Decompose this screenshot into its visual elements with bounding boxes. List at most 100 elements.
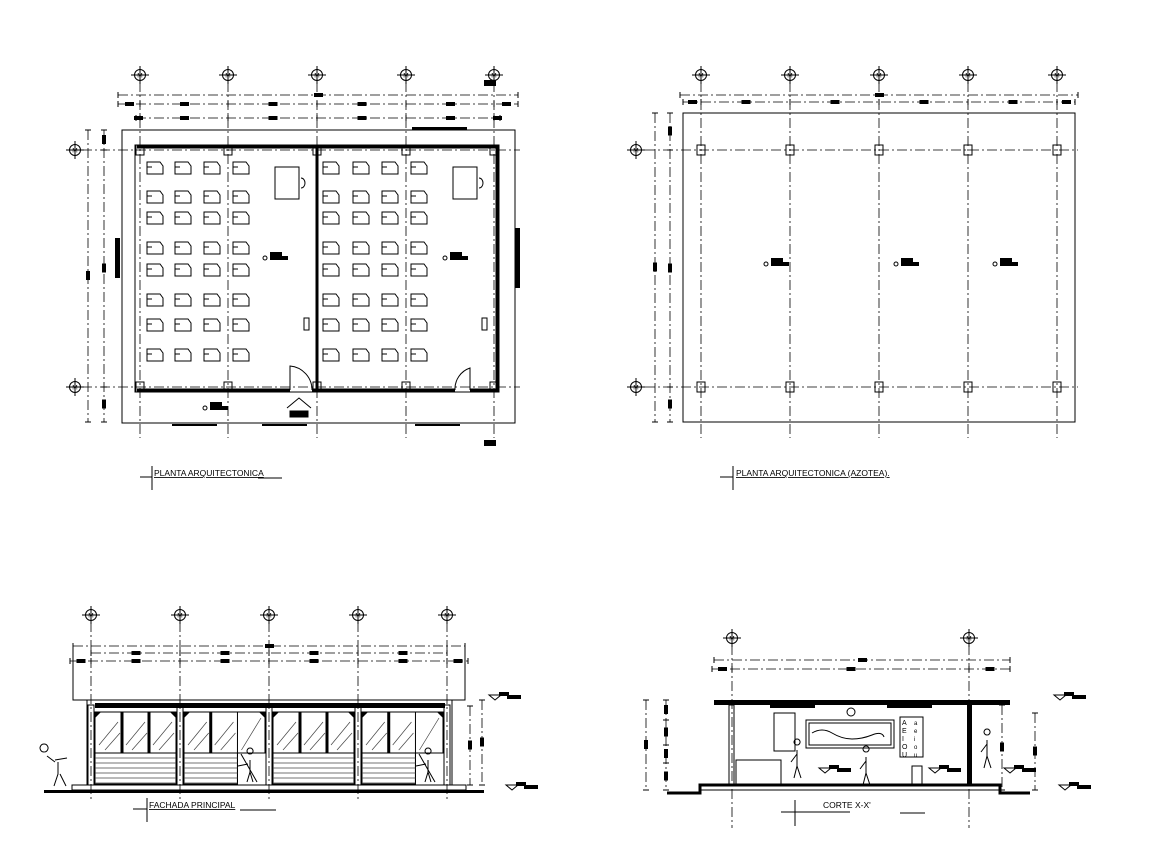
dimension-text-block bbox=[668, 263, 672, 273]
glass-hatch bbox=[371, 732, 387, 751]
dimension-text-block bbox=[1064, 692, 1074, 696]
column bbox=[785, 381, 795, 393]
student-desk bbox=[174, 293, 192, 307]
axis-label: M bbox=[403, 73, 408, 80]
dimension-text-block bbox=[357, 102, 367, 106]
student-desk bbox=[322, 318, 340, 332]
dimension-text-block bbox=[131, 651, 141, 655]
student-desk bbox=[203, 263, 221, 277]
person-figure bbox=[790, 738, 802, 779]
student-desk bbox=[352, 161, 370, 175]
student-desk bbox=[232, 211, 250, 225]
dimension-text-block bbox=[688, 100, 697, 104]
blackboard-inner bbox=[808, 722, 892, 746]
vowel: E bbox=[902, 728, 907, 735]
dimension-text-block bbox=[309, 659, 319, 663]
dimension-text-block bbox=[1062, 100, 1071, 104]
dimension-text-block bbox=[102, 135, 106, 144]
student-desk bbox=[352, 211, 370, 225]
window-marker bbox=[412, 127, 467, 130]
student-desk bbox=[352, 241, 370, 255]
student-desk bbox=[381, 211, 399, 225]
chair bbox=[478, 177, 484, 189]
dimension-text-block bbox=[131, 659, 141, 663]
vowel: U bbox=[902, 752, 907, 759]
brick-wall bbox=[183, 752, 238, 785]
vowel: i bbox=[914, 737, 915, 743]
column bbox=[135, 381, 145, 393]
student-desk bbox=[146, 211, 164, 225]
level-marker bbox=[817, 767, 833, 774]
dimension-text-block bbox=[947, 768, 961, 772]
axis-label: M bbox=[729, 636, 734, 643]
student-desk bbox=[174, 190, 192, 204]
dimension-text-block bbox=[524, 785, 538, 789]
dimension-text-block bbox=[309, 651, 319, 655]
student-desk bbox=[174, 318, 192, 332]
glass-hatch bbox=[336, 732, 353, 751]
glass-hatch bbox=[98, 721, 119, 746]
dimension-text-block bbox=[1000, 262, 1018, 266]
brick-wall bbox=[361, 752, 416, 785]
wall-outer-line bbox=[134, 144, 500, 393]
dimension-text-block bbox=[210, 406, 228, 410]
glass-hatch bbox=[104, 732, 121, 751]
student-desk bbox=[410, 161, 428, 175]
column bbox=[312, 381, 322, 393]
student-desk bbox=[203, 348, 221, 362]
glass-hatch bbox=[365, 721, 386, 746]
title-corte-text: CORTE X-X' bbox=[823, 800, 871, 810]
student-desk bbox=[322, 190, 340, 204]
axis-label: M bbox=[355, 613, 360, 620]
title-fachada: FACHADA PRINCIPAL bbox=[133, 798, 276, 822]
dimension-text-block bbox=[644, 740, 648, 749]
opening-marker bbox=[415, 424, 460, 426]
glass-hatch bbox=[309, 732, 326, 751]
vowel: a bbox=[914, 721, 918, 727]
student-desk bbox=[146, 293, 164, 307]
dimension-text-block bbox=[270, 256, 288, 260]
level-marker bbox=[1052, 694, 1068, 701]
axis-label: M bbox=[444, 613, 449, 620]
dimension-text-block bbox=[837, 768, 851, 772]
dimension-text-block bbox=[664, 727, 668, 737]
student-desk bbox=[174, 211, 192, 225]
axis-label: M bbox=[72, 148, 77, 155]
dimension-text-block bbox=[741, 100, 751, 104]
clock-icon bbox=[846, 707, 856, 717]
dimension-text-block bbox=[1022, 768, 1036, 772]
glass-hatch bbox=[193, 732, 209, 751]
student-desk bbox=[146, 190, 164, 204]
student-desk bbox=[232, 318, 250, 332]
axis-label: M bbox=[876, 73, 881, 80]
axis-label: M bbox=[491, 73, 496, 80]
glass-hatch bbox=[398, 732, 414, 751]
student-desk bbox=[410, 190, 428, 204]
dimension-text-block bbox=[450, 252, 462, 256]
dimension-text-block bbox=[664, 705, 668, 714]
opening-marker bbox=[262, 424, 307, 426]
roof-slab bbox=[714, 700, 1010, 705]
drain-point bbox=[992, 261, 998, 267]
dimension-text-block bbox=[1000, 258, 1012, 262]
vowel: e bbox=[914, 729, 918, 735]
brick-wall bbox=[94, 752, 177, 785]
glass-hatch bbox=[276, 721, 297, 746]
level-marker bbox=[927, 767, 943, 774]
roof-slab bbox=[72, 646, 466, 785]
axis-label: M bbox=[137, 73, 142, 80]
column bbox=[874, 381, 884, 393]
axis-label: M bbox=[225, 73, 230, 80]
dimension-text-block bbox=[1014, 765, 1024, 769]
dimension-text-block bbox=[270, 252, 282, 256]
dimension-text-block bbox=[858, 658, 867, 662]
chair bbox=[300, 177, 306, 189]
wall-left bbox=[728, 704, 735, 786]
drain-point bbox=[763, 261, 769, 267]
dimension-text-block bbox=[446, 116, 455, 120]
column bbox=[401, 144, 411, 156]
title-corte: CORTE X-X' bbox=[781, 800, 925, 826]
dimension-text-block bbox=[86, 271, 90, 280]
